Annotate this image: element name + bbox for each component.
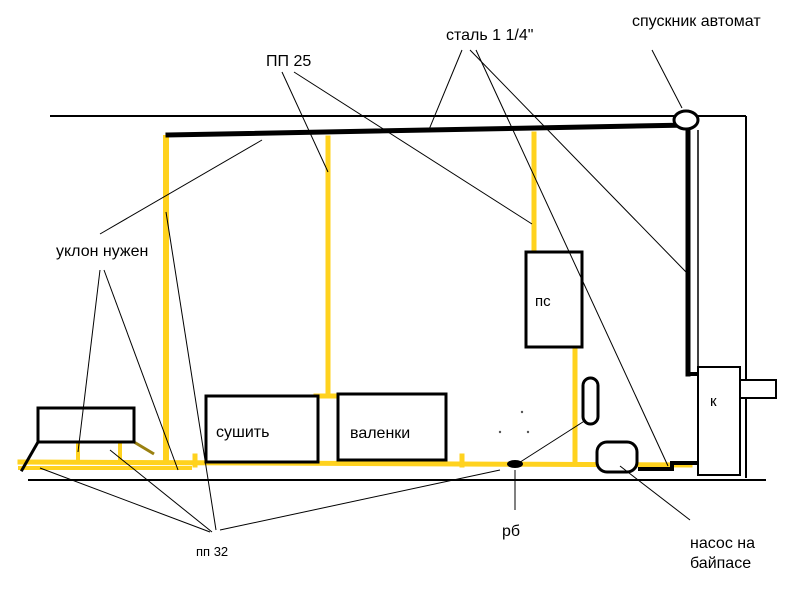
auto-vent-icon — [672, 109, 700, 131]
label-pump-line1: насос на — [690, 535, 755, 552]
leader-pump — [619, 465, 691, 521]
heater-ps — [524, 250, 584, 349]
dot-a — [520, 410, 524, 414]
leader-slope-1 — [99, 139, 263, 235]
label-rb: рб — [502, 523, 520, 540]
label-pp25: ПП 25 — [266, 53, 311, 70]
leader-slope-2 — [77, 269, 101, 453]
leader-vent — [651, 49, 683, 109]
leader-pp25-1 — [281, 71, 329, 173]
dot-b — [498, 430, 502, 434]
leader-pp32-3 — [165, 211, 217, 531]
heater-left — [36, 406, 136, 444]
leader-lines — [39, 49, 691, 533]
label-slope-needed: уклон нужен — [56, 243, 148, 260]
label-pump-line2: байпасе — [690, 555, 751, 572]
pp-pipes — [17, 131, 693, 470]
label-heater-dry: сушить — [216, 424, 269, 441]
building-outline — [28, 115, 766, 481]
leader-steel-1 — [427, 49, 463, 133]
rb-valve-icon — [507, 460, 523, 468]
leader-steel-2 — [469, 49, 687, 273]
label-boiler: к — [710, 393, 717, 410]
pump-icon — [595, 440, 639, 474]
heater-left-outlet — [133, 440, 155, 456]
steel-pipes — [19, 122, 702, 473]
dot-c — [526, 430, 530, 434]
expansion-tank-icon — [581, 376, 600, 426]
steel-left-heater-slope — [19, 439, 41, 473]
leader-pp32-2 — [109, 449, 213, 533]
leader-steel-3 — [475, 49, 669, 467]
pp32-return-main — [17, 459, 693, 468]
label-auto-vent: спускник автомат — [632, 13, 761, 30]
label-pp32: пп 32 — [196, 544, 228, 559]
label-steel-pipe: сталь 1 1/4" — [446, 27, 533, 44]
boiler-flue — [739, 379, 777, 399]
heater-dry — [204, 394, 320, 464]
leader-pp25-2 — [293, 71, 533, 225]
heater-boots — [336, 392, 448, 462]
leader-pp32-4 — [219, 469, 501, 531]
steel-supply-main — [165, 122, 691, 138]
label-heater-ps: пс — [535, 293, 551, 310]
leader-slope-3 — [103, 269, 179, 471]
leader-tank — [513, 419, 587, 467]
leader-pp32-1 — [39, 467, 211, 533]
boiler — [697, 366, 741, 476]
label-heater-boots: валенки — [350, 425, 410, 442]
